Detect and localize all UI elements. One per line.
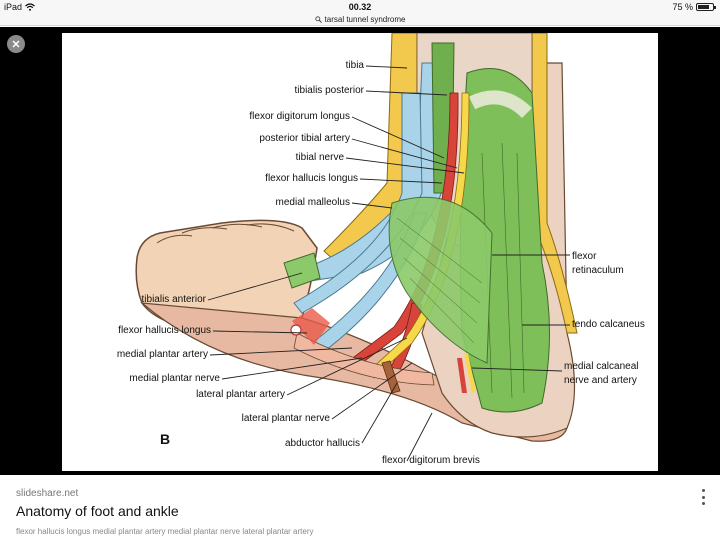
label-tibial-nerve: tibial nerve — [295, 152, 344, 163]
caption-title[interactable]: Anatomy of foot and ankle — [16, 503, 179, 519]
label-lateral-plantar-artery: lateral plantar artery — [196, 389, 285, 400]
more-dot-icon — [701, 489, 705, 492]
wifi-icon — [25, 3, 35, 11]
label-tibialis-anterior: tibialis anterior — [141, 294, 206, 305]
label-medial-plantar-artery: medial plantar artery — [116, 349, 208, 360]
more-dot-icon — [701, 502, 705, 505]
label-posterior-tibial-artery: posterior tibial artery — [259, 133, 350, 144]
close-icon — [12, 40, 20, 48]
label-flexor-hallucis-longus-top: flexor hallucis longus — [265, 173, 358, 184]
label-medial-malleolus: medial malleolus — [275, 197, 350, 208]
label-abductor-hallucis: abductor hallucis — [284, 438, 360, 449]
battery-fill — [698, 5, 709, 9]
anatomy-figure[interactable]: tibia tibialis posterior flexor digitoru… — [62, 33, 658, 471]
search-icon — [314, 16, 322, 23]
label-tibia: tibia — [345, 60, 364, 71]
label-flexor-digitorum-brevis: flexor digitorum brevis — [382, 455, 480, 466]
address-query: tarsal tunnel syndrome — [324, 15, 406, 24]
more-dot-icon — [701, 495, 705, 499]
battery-tip — [714, 6, 716, 9]
figure-letter: B — [160, 431, 171, 447]
status-right: 75 % — [672, 2, 716, 12]
label-flexor: flexor — [572, 251, 597, 262]
label-flexor-digitorum-longus: flexor digitorum longus — [249, 111, 350, 122]
close-button[interactable] — [7, 35, 25, 53]
status-time: 00.32 — [348, 2, 372, 12]
status-bar: iPad 00.32 75 % — [0, 0, 720, 14]
label-medial-plantar-nerve: medial plantar nerve — [129, 373, 220, 384]
status-left: iPad — [4, 2, 35, 12]
label-nerve-and-artery: nerve and artery — [564, 375, 637, 386]
image-viewer: tibia tibialis posterior flexor digitoru… — [0, 27, 720, 475]
label-flexor-hallucis-longus-bottom: flexor hallucis longus — [118, 325, 211, 336]
label-tendo-calcaneus: tendo calcaneus — [572, 319, 645, 330]
label-tibialis-posterior: tibialis posterior — [294, 85, 364, 96]
more-options-button[interactable] — [698, 487, 708, 507]
battery-icon — [696, 3, 716, 11]
address-bar[interactable]: tarsal tunnel syndrome — [0, 14, 720, 26]
caption-description: flexor hallucis longus medial plantar ar… — [16, 527, 314, 536]
image-caption: slideshare.net Anatomy of foot and ankle… — [0, 475, 720, 540]
foot-illustration — [135, 33, 578, 462]
label-medial-calcaneal: medial calcaneal — [564, 361, 639, 372]
label-retinaculum: retinaculum — [572, 265, 624, 276]
battery-percent: 75 % — [672, 2, 693, 12]
label-lateral-plantar-nerve: lateral plantar nerve — [241, 413, 330, 424]
caption-source[interactable]: slideshare.net — [16, 488, 79, 499]
device-name: iPad — [4, 2, 23, 12]
